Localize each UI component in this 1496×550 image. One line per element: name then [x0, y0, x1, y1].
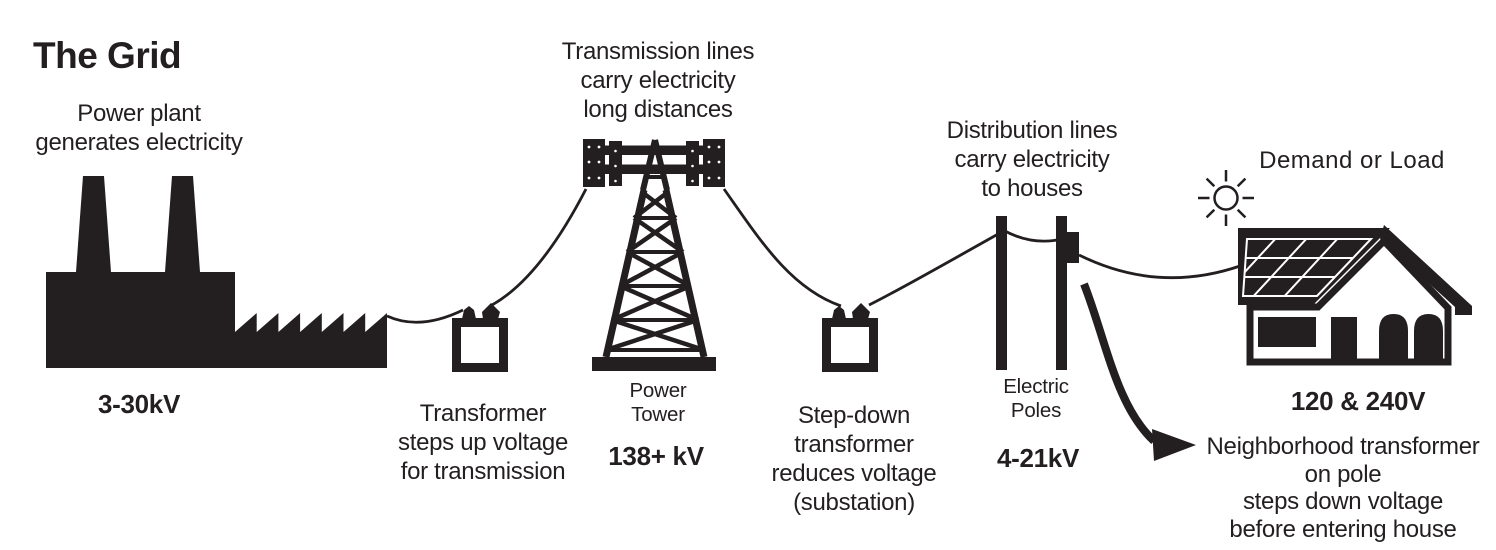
power-tower-label: Power Tower — [629, 379, 687, 426]
load-voltage: 120 & 240V — [1290, 386, 1426, 416]
power-line — [1002, 228, 1063, 243]
callout-arrow-icon — [1080, 282, 1196, 461]
smokestack-icon — [165, 176, 200, 272]
power-line — [722, 188, 842, 308]
step-up-transformer-icon — [452, 303, 508, 372]
step-up-transformer-caption: Transformer steps up voltage for transmi… — [398, 400, 568, 485]
house-arch-window — [1414, 314, 1443, 363]
solar-panel-grid — [1241, 238, 1374, 297]
solar-roof — [1238, 228, 1390, 305]
step-down-transformer-icon — [822, 303, 878, 372]
power-lines — [386, 188, 1241, 324]
distribution-caption: Distribution lines carry electricity to … — [946, 117, 1118, 202]
load-caption: Demand or Load — [1259, 147, 1445, 174]
house-door — [1331, 317, 1357, 363]
power-plant-caption: Power plant generates electricity — [35, 100, 243, 156]
electric-poles-label: Electric Poles — [1003, 375, 1069, 422]
smokestack-icon — [76, 176, 111, 272]
transmission-voltage: 138+ kV — [608, 441, 704, 471]
power-plant-icon — [46, 176, 387, 368]
power-plant-voltage: 3-30kV — [97, 389, 181, 419]
transmission-tower-icon — [583, 139, 725, 371]
insulator-dots — [587, 145, 721, 183]
step-down-transformer-caption: Step-down transformer reduces voltage (s… — [771, 402, 937, 516]
electric-poles-icon — [996, 216, 1079, 370]
distribution-voltage: 4-21kV — [996, 443, 1080, 473]
house-arch-window — [1379, 314, 1408, 363]
power-line — [868, 231, 1001, 307]
power-line — [1078, 253, 1241, 280]
neighborhood-transformer-caption: Neighborhood transformer on pole steps d… — [1206, 433, 1480, 543]
sun-icon — [1198, 170, 1254, 226]
transmission-caption: Transmission lines carry electricity lon… — [561, 38, 755, 123]
pole-transformer-box-icon — [1060, 232, 1079, 263]
power-line — [491, 188, 588, 307]
page-title: The Grid — [33, 35, 182, 76]
house-solar-icon — [1238, 225, 1472, 366]
roof-right-slope — [1380, 225, 1472, 315]
power-line — [386, 308, 464, 324]
house-window — [1258, 317, 1316, 347]
